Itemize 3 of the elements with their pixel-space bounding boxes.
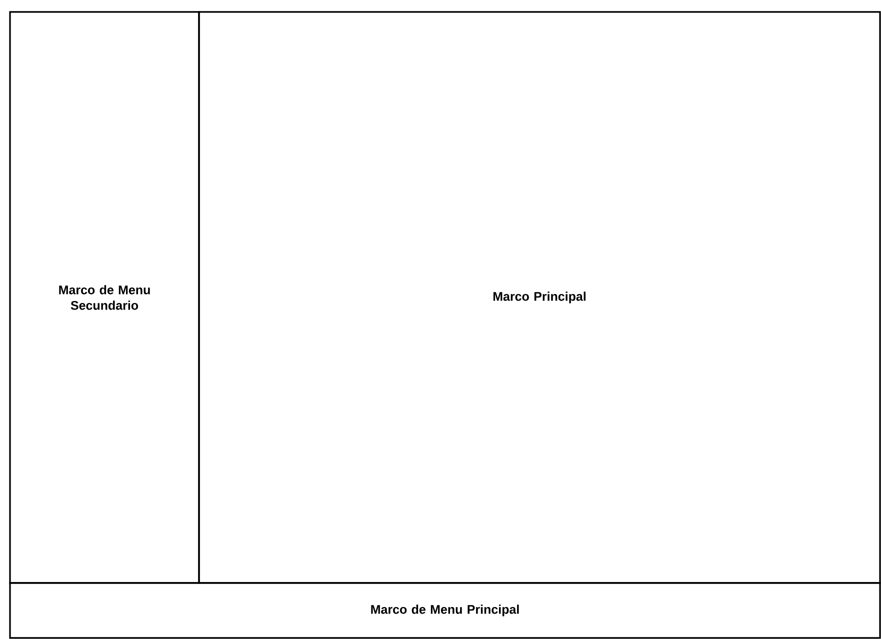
frame-box: Marco de Menu Secundario <box>9 11 200 584</box>
frame-box: Marco de Menu Principal <box>9 582 881 639</box>
frame-box: Marco Principal <box>198 11 881 584</box>
